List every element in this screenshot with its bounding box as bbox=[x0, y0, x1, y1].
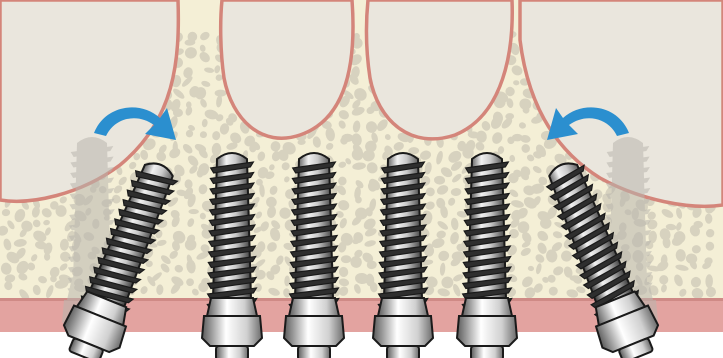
trabecular-cell bbox=[341, 255, 352, 263]
implant-abutment bbox=[202, 316, 262, 346]
implant-abutment bbox=[284, 316, 344, 346]
trabecular-cell bbox=[188, 209, 198, 214]
implant-base bbox=[216, 346, 248, 358]
implant-base bbox=[471, 346, 503, 358]
implant-collar bbox=[462, 298, 512, 316]
implant-collar bbox=[207, 298, 257, 316]
implant-abutment bbox=[373, 316, 433, 346]
implant-collar bbox=[378, 298, 428, 316]
implant-collar bbox=[289, 298, 339, 316]
implant-base bbox=[387, 346, 419, 358]
implant-base bbox=[298, 346, 330, 358]
implant-abutment bbox=[457, 316, 517, 346]
